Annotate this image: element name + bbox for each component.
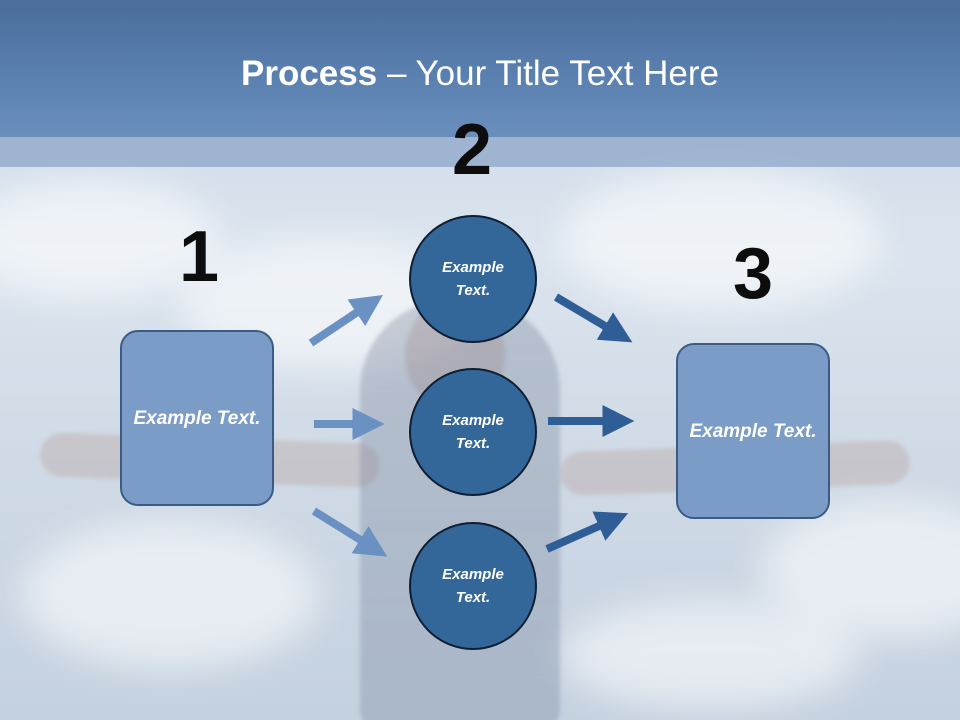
arrow-1-to-top — [308, 295, 383, 347]
circle-top-text: Example Text. — [442, 259, 504, 299]
step-1-box: Example Text. — [120, 330, 274, 506]
title-bold: Process — [241, 54, 378, 93]
arrow-bottom-to-3 — [545, 511, 629, 553]
step-3-text: Example Text. — [689, 420, 817, 442]
slide-title: Process – Your Title Text Here — [0, 52, 960, 96]
title-band — [0, 0, 960, 137]
step-number-3: 3 — [732, 234, 774, 314]
step-2-circle-middle: Example Text. — [409, 368, 537, 496]
step-number-1: 1 — [178, 217, 220, 297]
cloud-shape — [560, 600, 860, 710]
step-2-circle-bottom: Example Text. — [409, 522, 537, 650]
step-1-text: Example Text. — [133, 407, 261, 429]
step-number-2: 2 — [451, 110, 493, 190]
arrow-1-to-bottom — [311, 507, 388, 557]
circle-bottom-text: Example Text. — [442, 566, 504, 606]
arrow-top-to-3 — [553, 293, 633, 343]
circle-middle-text: Example Text. — [442, 412, 504, 452]
cloud-shape — [560, 170, 880, 310]
cloud-shape — [20, 520, 320, 670]
title-rest: – Your Title Text Here — [377, 54, 719, 93]
step-3-box: Example Text. — [676, 343, 830, 519]
title-band-strip — [0, 137, 960, 167]
cloud-shape — [0, 180, 220, 300]
step-2-circle-top: Example Text. — [409, 215, 537, 343]
